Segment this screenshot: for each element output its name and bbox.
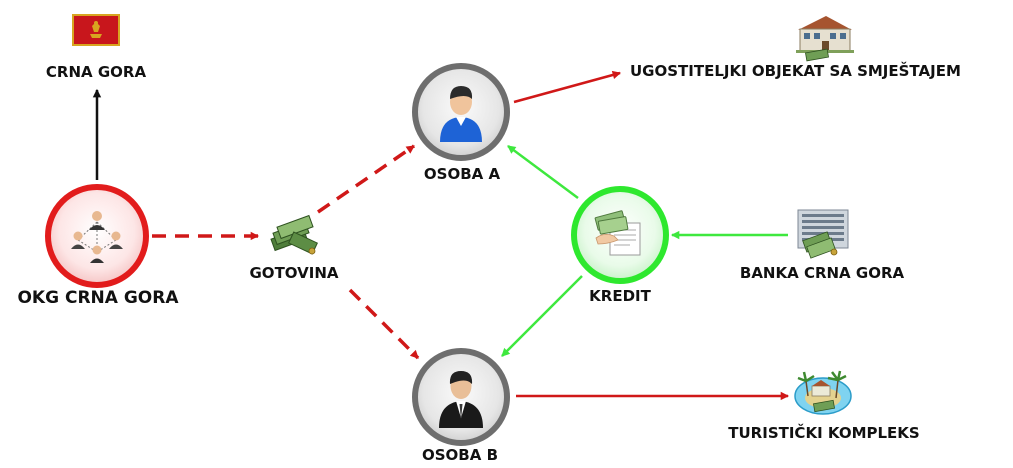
montenegro-flag-icon [72,14,120,46]
edge-kredit-to-osoba-b [501,275,583,357]
label-kredit: KREDIT [589,287,651,305]
node-osoba-a[interactable] [412,63,510,161]
resort-island-icon [794,370,852,415]
label-osoba-b: OSOBA B [421,446,499,464]
group-network-icon [71,211,123,263]
label-okg-crna-gora: OKG CRNA GORA [17,288,179,308]
edge-gotovina-to-osoba-a [317,144,415,214]
label-gotovina: GOTOVINA [249,264,339,282]
cash-stack-icon [270,214,318,255]
label-turisticki-kompleks: TURISTIČKI KOMPLEKS [728,424,920,442]
money-contract-icon [594,210,641,256]
edge-osoba-a-to-ugostiteljski [513,70,622,104]
label-banka-crna-gora: BANKA CRNA GORA [739,264,905,282]
hotel-building-icon [796,16,854,62]
node-okg-crna-gora[interactable] [45,184,149,288]
bank-building-icon [797,209,849,259]
node-kredit[interactable] [571,186,669,284]
person-blue-icon [440,86,482,142]
person-suit-icon [439,371,483,428]
edge-kredit-to-osoba-a [507,144,579,200]
node-osoba-b[interactable] [412,348,510,446]
edges [92,70,790,401]
label-ugostiteljski-objekat: UGOSTITELJKI OBJEKAT SA SMJEŠTAJEM [630,62,961,80]
label-crna-gora: CRNA GORA [45,63,147,81]
label-osoba-a: OSOBA A [423,165,501,183]
edge-gotovina-to-osoba-b [348,288,420,360]
